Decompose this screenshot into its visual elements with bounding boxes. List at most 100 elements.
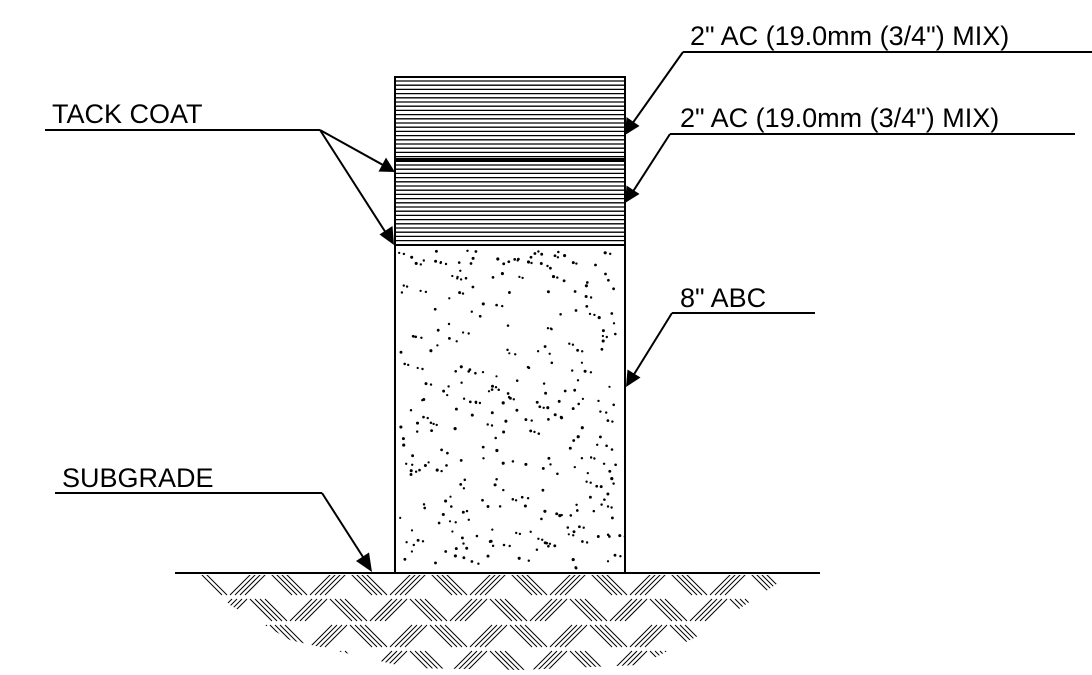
aggregate-dot [502,488,505,492]
aggregate-dot [612,287,615,291]
aggregate-dot [549,266,552,270]
aggregate-dot [568,342,571,345]
earth-hatch-stroke [629,575,653,596]
arrowhead-subgrade [356,552,372,572]
earth-hatch-stroke [264,650,288,670]
earth-hatch-stroke [394,575,418,596]
earth-hatch-stroke [444,575,468,596]
earth-hatch-stroke [679,575,703,596]
earth-hatch-stroke [774,598,790,622]
earth-hatch-stroke [679,624,703,648]
aggregate-dot [520,495,524,499]
earth-hatch-stroke [784,650,790,670]
earth-hatch-stroke [369,598,393,622]
aggregate-dot [448,297,451,300]
aggregate-dot [533,252,537,255]
earth-hatch-stroke [424,650,448,670]
earth-hatch-stroke [744,598,768,622]
earth-hatch-stroke [549,575,573,596]
earth-hatch-stroke [514,575,538,596]
aggregate-dot [429,383,433,386]
aggregate-dot [530,261,533,265]
aggregate-dot [454,370,458,373]
earth-hatch-stroke [684,624,708,648]
earth-hatch-stroke [549,624,573,648]
aggregate-dot [576,379,580,382]
earth-hatch-stroke [825,599,847,621]
earth-hatch-stroke [509,624,533,648]
aggregate-dot [495,303,498,307]
aggregate-dot [470,413,474,417]
aggregate-dot [423,506,427,510]
aggregate-dot [601,329,605,333]
earth-hatch-stroke [404,575,428,596]
aggregate-dot [459,278,463,281]
aggregate-dot [490,388,494,391]
earth-hatch-stroke [579,650,603,670]
label-intermediate-course: 2" AC (19.0mm (3/4") MIX) [680,103,999,133]
earth-hatch-stroke [810,599,832,621]
leader-intermediate [631,133,671,194]
earth-hatch-stroke [474,624,498,648]
aggregate-dot [517,556,521,560]
aggregate-dot [542,406,545,409]
aggregate-dot [482,457,485,460]
earth-hatch-stroke [264,598,288,622]
aggregate-dot [575,503,578,507]
aggregate-dot [555,512,559,516]
earth-hatch-stroke [609,598,633,622]
aggregate-dot [453,554,457,558]
aggregate-dot [470,560,474,563]
aggregate-dot [421,367,424,371]
aggregate-dot [608,469,612,473]
earth-hatch-stroke [289,598,313,622]
aggregate-dot [433,307,437,311]
arrowhead-surface [625,117,640,135]
earth-hatch-stroke [754,624,778,648]
aggregate-dot [511,460,515,463]
aggregate-dot [524,418,528,422]
earth-hatch-stroke [815,651,837,673]
aggregate-dot [495,375,498,378]
aggregate-dot [501,461,505,465]
earth-hatch-stroke [344,598,368,622]
earth-hatch-stroke [574,650,598,670]
earth-hatch-stroke [289,650,313,670]
earth-hatch-stroke [764,624,788,648]
aggregate-dot [550,361,554,365]
aggregate-dot [597,399,600,403]
earth-hatch-stroke [564,624,588,648]
aggregate-dot [459,483,463,486]
aggregate-dot [496,257,500,261]
earth-hatch-stroke [875,573,897,595]
aggregate-dot [514,353,517,356]
earth-hatch-stroke [439,575,463,596]
aggregate-dot [447,322,451,326]
earth-hatch-stroke [890,651,912,673]
earth-hatch-stroke [870,625,892,647]
earth-hatch-stroke [489,650,513,670]
aggregate-dot [560,513,563,517]
aggregate-dot [435,468,439,472]
aggregate-dot [405,462,408,465]
earth-hatch-stroke [259,650,283,670]
earth-hatch-stroke [865,599,887,621]
aggregate-dot [559,313,562,316]
earth-hatch-stroke [779,650,790,670]
aggregate-dot [486,423,489,426]
aggregate-dot [613,332,617,336]
aggregate-dot [470,310,473,313]
aggregate-dot [508,352,511,355]
earth-hatch-stroke [314,575,338,596]
earth-hatch-stroke [719,575,743,596]
aggregate-dot [571,343,575,346]
earth-hatch-stroke [294,650,318,670]
earth-hatch-stroke [594,624,618,648]
earth-hatch-stroke [494,598,518,622]
earth-hatch-stroke [769,650,790,670]
earth-hatch-stroke [314,624,338,648]
aggregate-dot [427,461,430,464]
aggregate-dot [543,345,547,348]
earth-hatch-stroke [509,575,533,596]
